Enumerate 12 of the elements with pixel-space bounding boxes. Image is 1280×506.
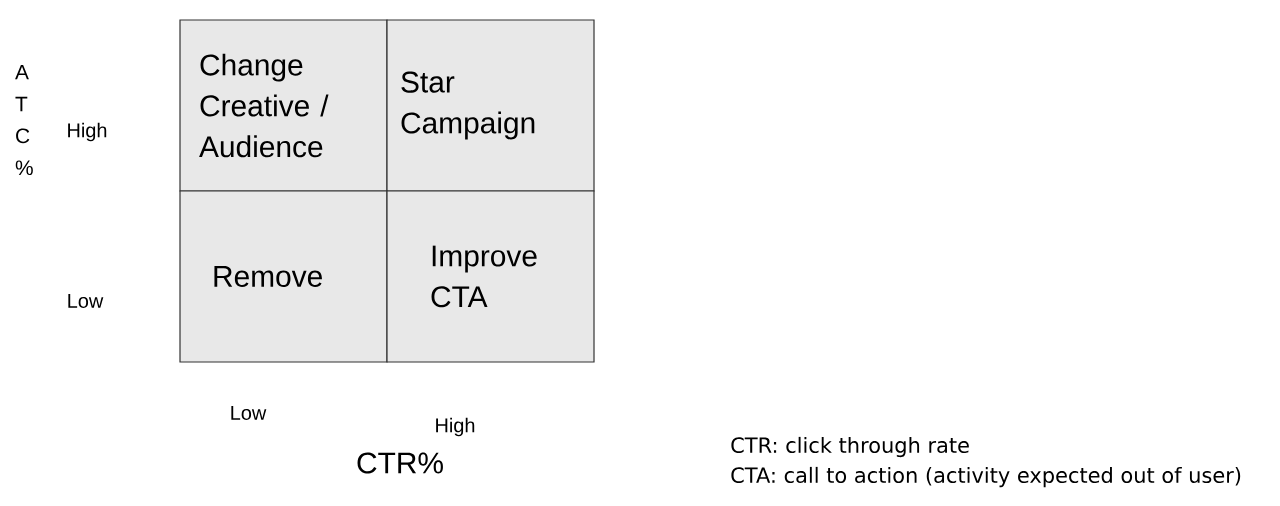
quadrant-box: Change Creative / Audience <box>179 19 388 192</box>
quadrant-box: Improve CTA <box>386 190 595 363</box>
axis-label: A T C % <box>15 64 33 176</box>
note: CTR: click through rate <box>731 436 969 458</box>
quadrant-box: Remove <box>179 190 388 363</box>
note: CTA: call to action (activity expected out of user) <box>731 466 1241 488</box>
axis-tick-label: High <box>68 122 107 142</box>
axis-tick-label: Low <box>68 294 104 308</box>
axis-tick-label: High <box>436 417 475 437</box>
quadrant-box: Star Campaign <box>386 19 595 192</box>
axis-tick-label: Low <box>231 406 267 420</box>
axis-label: CTR% <box>357 452 443 474</box>
